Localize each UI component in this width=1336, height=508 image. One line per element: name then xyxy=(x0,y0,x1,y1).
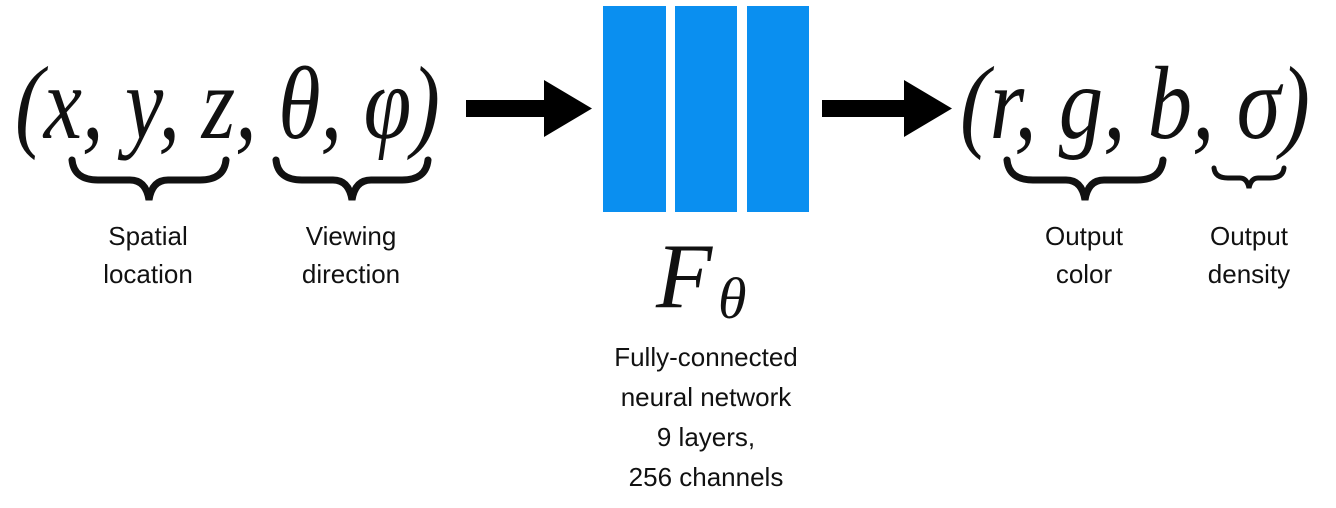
label-density-1: Output xyxy=(1210,221,1289,251)
arrow-right-icon xyxy=(822,80,952,137)
layer-bar xyxy=(603,6,666,212)
network-desc-1: Fully-connected xyxy=(614,342,798,372)
network-desc-3: 9 layers, xyxy=(657,422,755,452)
label-spatial-1: Spatial xyxy=(108,221,188,251)
network-symbol: F xyxy=(655,225,713,327)
brace-spatial xyxy=(68,156,230,201)
network-desc-2: neural network xyxy=(621,382,793,412)
brace-viewing xyxy=(272,156,432,201)
arrow-right-icon xyxy=(466,80,592,137)
label-viewing-2: direction xyxy=(302,259,400,289)
network-subscript: θ xyxy=(718,266,747,331)
label-color-1: Output xyxy=(1045,221,1124,251)
output-tuple: (r, g, b, σ) xyxy=(960,46,1310,161)
label-density-2: density xyxy=(1208,259,1290,289)
network-desc-4: 256 channels xyxy=(629,462,784,492)
network-layers xyxy=(603,6,809,212)
brace-color xyxy=(1003,156,1167,201)
layer-bar xyxy=(747,6,809,212)
label-viewing-1: Viewing xyxy=(306,221,397,251)
layer-bar xyxy=(675,6,737,212)
input-tuple: (x, y, z, θ, φ) xyxy=(15,46,440,161)
label-color-2: color xyxy=(1056,259,1113,289)
brace-density xyxy=(1211,165,1287,189)
label-spatial-2: location xyxy=(103,259,193,289)
